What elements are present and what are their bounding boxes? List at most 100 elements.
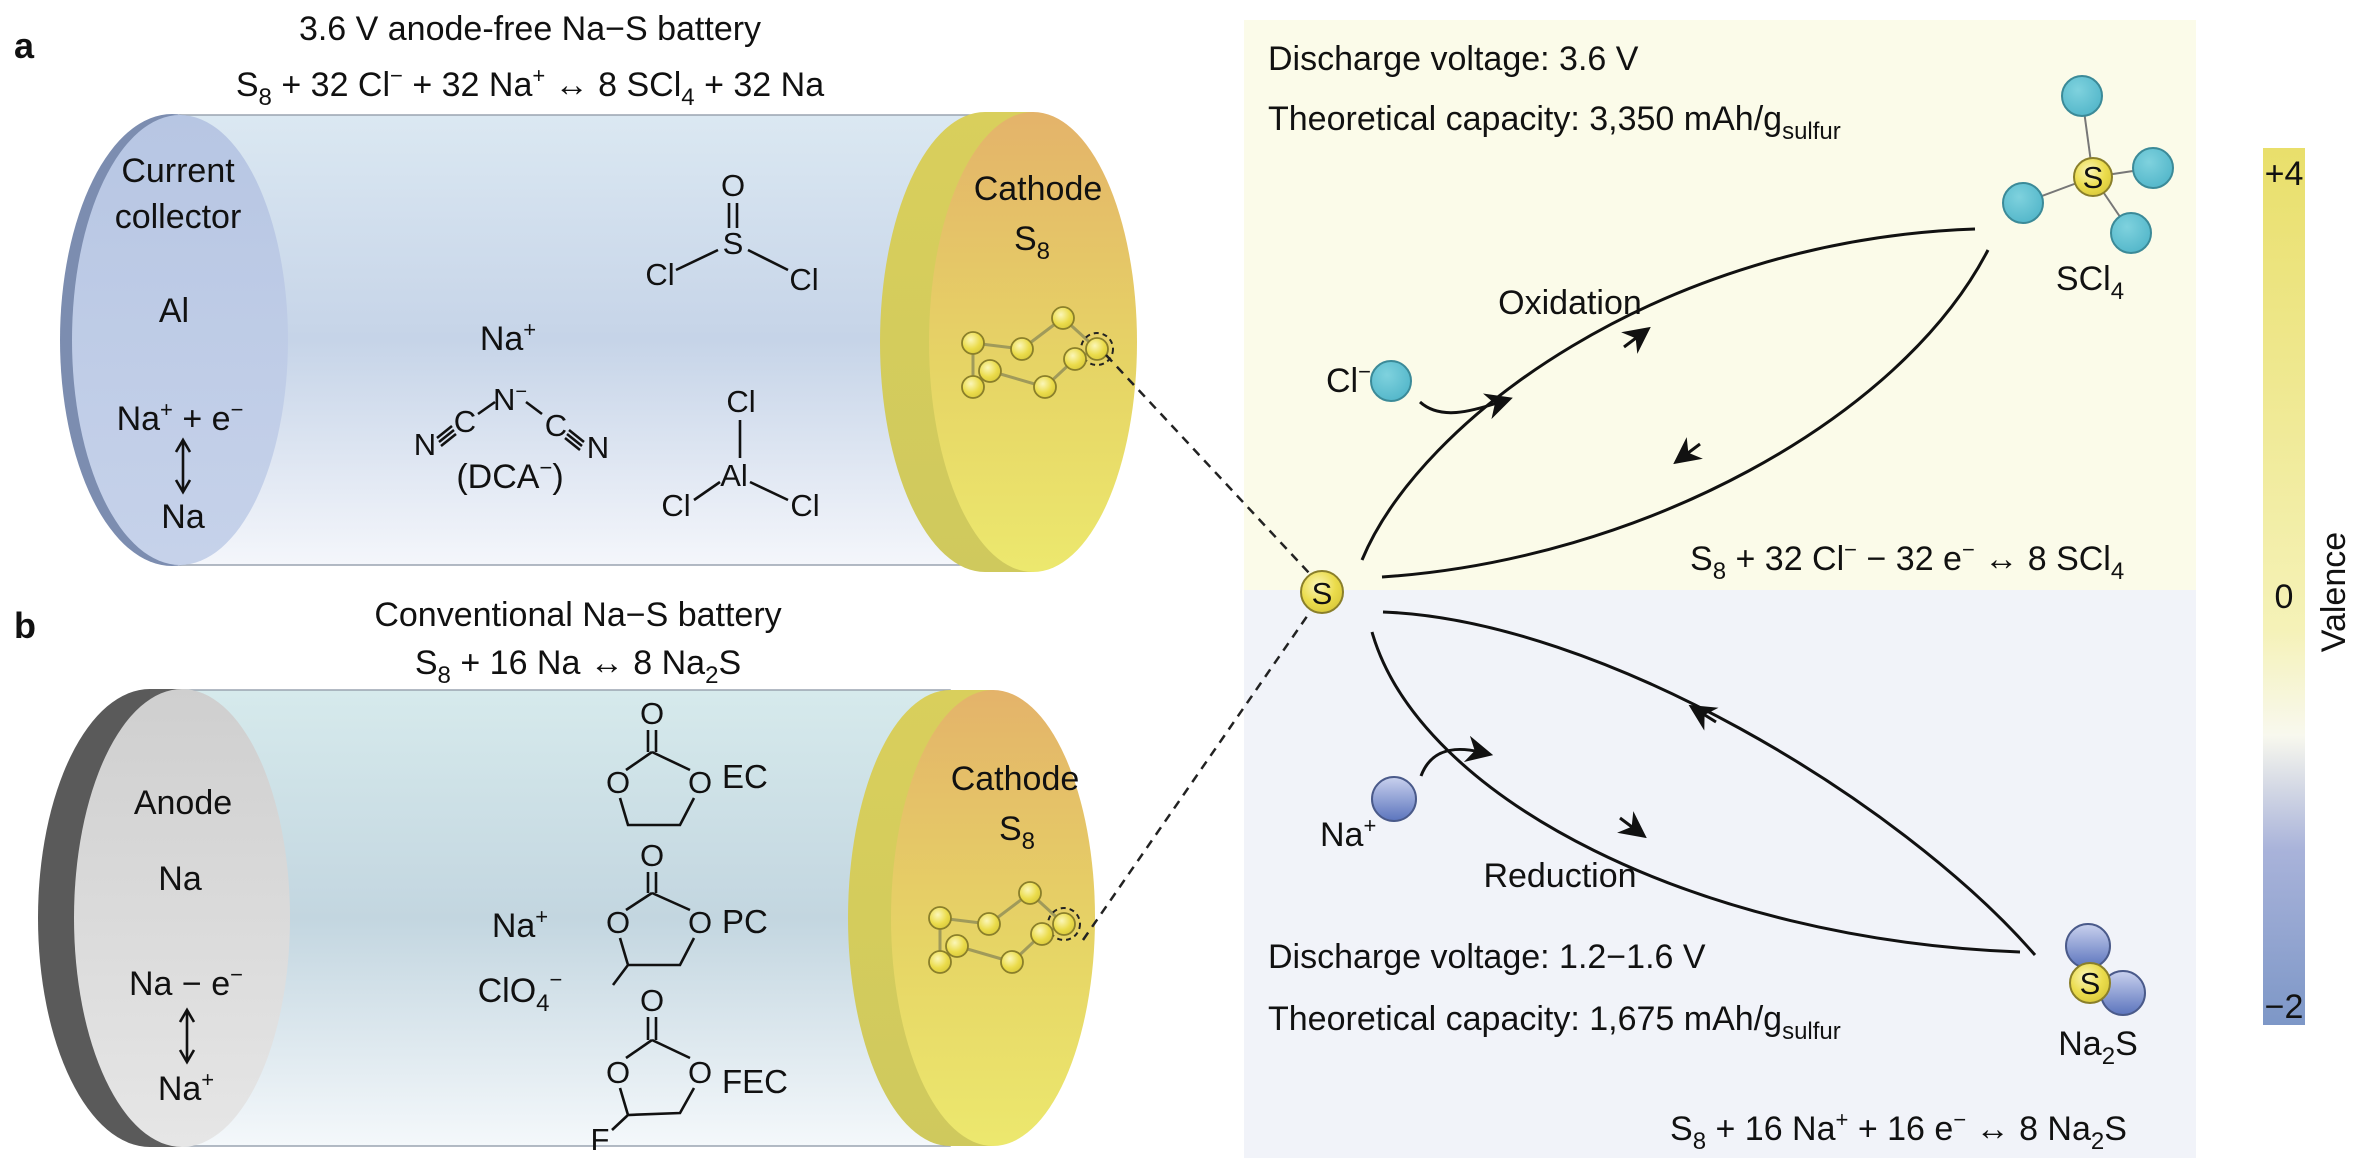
svg-text:Cl: Cl <box>661 488 690 523</box>
anode-disc <box>74 689 290 1147</box>
colorbar-title: Valence <box>2315 532 2353 652</box>
anode-reaction-bottom: Na+ <box>158 1067 214 1108</box>
central-sulfur-label: S <box>1312 576 1333 611</box>
panel-a-title: 3.6 V anode-free Na−S battery <box>299 10 761 48</box>
valence-colorbar: +4 0 −2 Valence <box>2263 148 2353 1026</box>
sulfur-atom <box>1010 337 1034 361</box>
pc-structure: O O O PC <box>606 838 768 986</box>
oxidation-theoretical-capacity: Theoretical capacity: 3,350 mAh/gsulfur <box>1268 100 1841 145</box>
sulfur-atom <box>1033 375 1057 399</box>
colorbar-tick-bottom: −2 <box>2265 988 2304 1026</box>
sulfur-atom <box>1030 922 1054 946</box>
panel-b-title: Conventional Na−S battery <box>374 596 781 634</box>
anode-label: Anode <box>134 784 232 822</box>
sulfur-atom <box>1085 337 1109 361</box>
colorbar-tick-top: +4 <box>2265 155 2304 193</box>
svg-text:O: O <box>688 765 712 800</box>
oxidation-arrow-up-icon <box>1621 326 1651 354</box>
chloride-atom <box>1370 360 1412 402</box>
solvent-label-ec: EC <box>722 758 768 795</box>
reduction-arrow-down-icon <box>1617 811 1647 839</box>
sulfur-atom <box>928 906 952 930</box>
cathode-material-b: S8 <box>999 810 1035 855</box>
svg-text:N: N <box>414 427 436 462</box>
double-arrow-heads <box>178 1007 196 1065</box>
sodium-ion-label: Na+ <box>1320 813 1376 854</box>
collector-material: Al <box>159 292 189 330</box>
double-arrow-heads <box>174 437 192 495</box>
sulfur-atom <box>1063 347 1087 371</box>
anode-material: Na <box>158 860 202 898</box>
electrolyte-anion-b: ClO4− <box>478 967 563 1017</box>
collector-labels: Current collector Al Na+ + e− Na <box>115 152 244 536</box>
sulfur-atom <box>945 934 969 958</box>
colorbar-tick-zero: 0 <box>2275 578 2294 616</box>
chloride-ion-label: Cl− <box>1326 359 1371 400</box>
sulfur-atom <box>1018 881 1042 905</box>
reduction-arrow-up-icon <box>1688 704 1719 731</box>
svg-text:Cl: Cl <box>789 262 818 297</box>
mechanism-panel: Discharge voltage: 3.6 V Theoretical cap… <box>1081 20 2196 1158</box>
zoom-line-b <box>1081 611 1312 941</box>
oxidation-discharge-voltage: Discharge voltage: 3.6 V <box>1268 40 1639 78</box>
na2s-label: Na2S <box>2058 1025 2138 1070</box>
sulfur-atom <box>1052 912 1076 936</box>
svg-text:O: O <box>721 168 745 203</box>
current-collector-disc <box>72 115 288 565</box>
svg-text:Cl: Cl <box>645 257 674 292</box>
svg-text:(DCA−): (DCA−) <box>456 455 563 496</box>
oxidation-background <box>1244 20 2196 590</box>
sulfur-atom <box>1051 306 1075 330</box>
colorbar-gradient <box>2263 148 2305 1025</box>
svg-text:O: O <box>606 905 630 940</box>
svg-text:O: O <box>640 983 664 1018</box>
panel-label-a: a <box>14 25 35 66</box>
cathode-label-a: Cathode <box>974 170 1103 208</box>
ec-structure: O O O EC <box>606 696 768 827</box>
thionyl-chloride-structure: O S Cl Cl <box>645 168 818 297</box>
sodium-atom <box>1371 776 1417 822</box>
oxidation-arrow-down-icon <box>1673 437 1703 465</box>
electrolyte-species-b: Na+ ClO4− O O O EC O O O PC <box>478 696 788 1157</box>
svg-text:O: O <box>640 696 664 731</box>
chloride-join-arrow-icon <box>1418 393 1513 420</box>
oxidation-curve-outer <box>1360 227 1976 561</box>
central-sulfur-atom <box>1300 570 1344 614</box>
svg-text:Al: Al <box>720 458 748 493</box>
svg-text:O: O <box>688 1055 712 1090</box>
sulfur-atom <box>978 359 1002 383</box>
reduction-theoretical-capacity: Theoretical capacity: 1,675 mAh/gsulfur <box>1268 1000 1841 1045</box>
sulfur-atom <box>977 912 1001 936</box>
collector-reaction-bottom: Na <box>161 498 205 536</box>
electrolyte-species-a: O S Cl Cl Na+ N− C C N N (DCA <box>414 168 820 523</box>
electrolyte-cation-a: Na+ <box>480 317 536 358</box>
svg-text:C: C <box>545 408 567 443</box>
reduction-label: Reduction <box>1483 857 1636 895</box>
panel-a: a 3.6 V anode-free Na−S battery S8 + 32 … <box>14 10 1137 572</box>
na2s-molecule: S Na2S <box>2058 923 2146 1070</box>
svg-text:C: C <box>454 404 476 439</box>
svg-text:O: O <box>606 765 630 800</box>
s8-ring-b <box>928 881 1081 974</box>
sodium-join-arrow-icon <box>1419 735 1494 777</box>
reduction-curve-inner <box>1370 631 2021 954</box>
scl4-molecule: S SCl4 <box>2002 75 2174 305</box>
panel-a-equation: S8 + 32 Cl− + 32 Na+ ↔ 8 SCl4 + 32 Na <box>236 63 824 111</box>
anode-labels: Anode Na Na − e− Na+ <box>129 784 243 1108</box>
sulfur-atom <box>961 331 985 355</box>
oxidation-equation: S8 + 32 Cl− − 32 e− ↔ 8 SCl4 <box>1690 537 2124 585</box>
electrolyte-body-a <box>179 114 971 566</box>
svg-text:F: F <box>591 1122 610 1157</box>
collector-label-line2: collector <box>115 198 242 236</box>
svg-text:O: O <box>640 838 664 873</box>
fec-structure: O O O F FEC <box>591 983 788 1157</box>
scl4-label: SCl4 <box>2056 260 2124 305</box>
svg-text:Cl: Cl <box>726 384 755 419</box>
oxidation-label: Oxidation <box>1498 284 1642 322</box>
s8-ring-a <box>961 306 1114 399</box>
dicyanamide-structure: N− C C N N (DCA−) <box>414 381 609 496</box>
panel-b-equation: S8 + 16 Na ↔ 8 Na2S <box>415 644 741 689</box>
reduction-discharge-voltage: Discharge voltage: 1.2−1.6 V <box>1268 938 1706 976</box>
electrolyte-body-b <box>179 689 951 1147</box>
